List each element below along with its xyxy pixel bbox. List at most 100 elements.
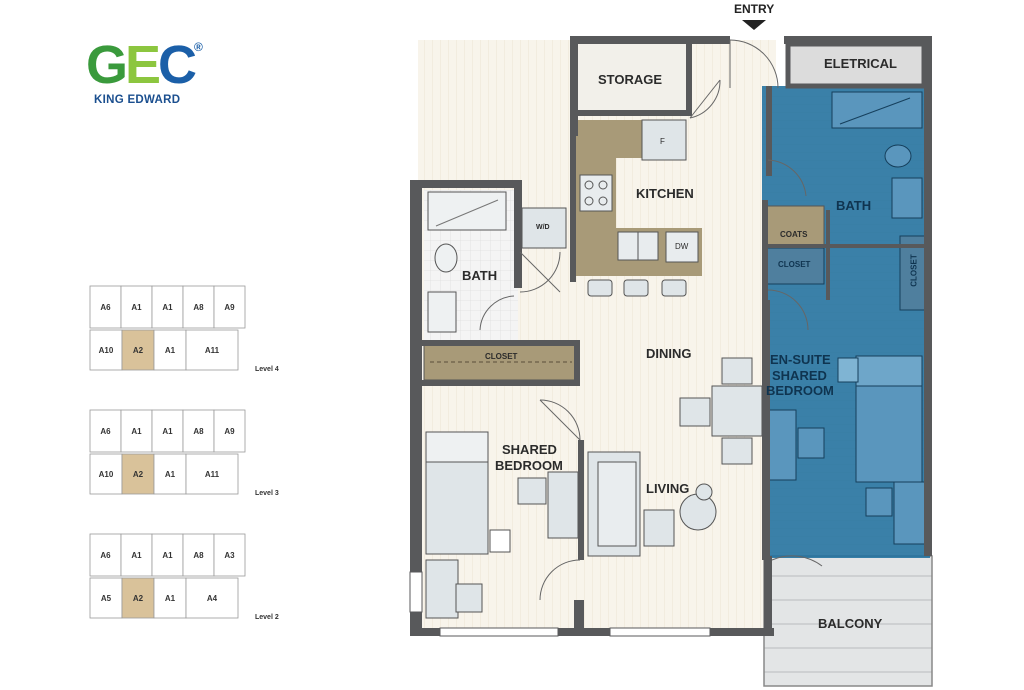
key-plan-level-label: Level 4 <box>255 366 279 373</box>
dining-table <box>711 385 763 437</box>
key-unit-label: A1 <box>131 427 142 436</box>
label-closet-left: CLOSET <box>485 352 518 361</box>
toilet-left <box>434 243 458 273</box>
label-shared-2: BEDROOM <box>495 458 563 473</box>
key-unit <box>153 453 187 495</box>
fridge <box>641 119 687 161</box>
key-unit-label: A10 <box>99 470 114 479</box>
stove <box>579 174 613 212</box>
key-unit <box>89 533 122 577</box>
key-unit <box>89 285 122 329</box>
key-unit <box>185 453 239 495</box>
key-unit-label: A10 <box>99 346 114 355</box>
key-unit-label: A1 <box>165 346 176 355</box>
key-unit-label: A1 <box>131 551 142 560</box>
logo-c: C <box>158 35 197 95</box>
key-unit-label: A8 <box>193 551 204 560</box>
key-unit-label: A9 <box>224 303 235 312</box>
key-unit-label: A9 <box>224 427 235 436</box>
entry-arrow <box>742 20 766 30</box>
label-ensuite-2: SHARED <box>772 368 827 383</box>
label-kitchen: KITCHEN <box>636 186 694 201</box>
wall-top <box>570 36 730 44</box>
label-electrical: ELETRICAL <box>824 56 897 71</box>
key-unit <box>153 577 187 619</box>
logo-e: E <box>125 35 161 95</box>
key-unit <box>89 409 122 453</box>
label-ensuite-1: EN-SUITE <box>770 352 831 367</box>
key-unit-label: A1 <box>165 594 176 603</box>
key-unit-highlighted <box>121 453 155 495</box>
key-unit <box>182 533 215 577</box>
logo-subtitle: KING EDWARD <box>94 94 181 106</box>
key-unit-label: A6 <box>100 427 111 436</box>
closet-right <box>765 247 825 285</box>
logo-g: G <box>86 35 128 95</box>
key-unit <box>89 453 123 495</box>
label-bath-right: BATH <box>836 198 872 213</box>
toilet-right <box>884 144 912 168</box>
key-unit <box>120 409 153 453</box>
key-unit <box>151 285 184 329</box>
key-unit-highlighted <box>121 577 155 619</box>
label-closet-right: CLOSET <box>778 260 811 269</box>
key-unit-label: A11 <box>205 470 220 479</box>
key-unit-label: A3 <box>224 551 235 560</box>
key-unit-label: A2 <box>133 594 144 603</box>
dishwasher <box>665 231 699 263</box>
key-unit <box>213 409 246 453</box>
key-unit-label: A2 <box>133 346 144 355</box>
logo-wordmark: GEC <box>86 35 197 95</box>
key-unit-label: A2 <box>133 470 144 479</box>
label-living: LIVING <box>646 481 690 496</box>
key-unit-label: A11 <box>205 346 220 355</box>
label-ensuite-3: BEDROOM <box>766 383 834 398</box>
electrical-room <box>785 41 927 89</box>
key-unit <box>185 577 239 619</box>
key-unit <box>120 285 153 329</box>
entry-label: ENTRY <box>734 2 775 16</box>
key-unit <box>151 409 184 453</box>
key-unit <box>182 409 215 453</box>
key-unit-label: A6 <box>100 551 111 560</box>
label-dining: DINING <box>646 346 692 361</box>
label-storage: STORAGE <box>598 72 663 87</box>
coats-closet <box>765 205 825 247</box>
key-unit-label: A6 <box>100 303 111 312</box>
key-unit-label: A1 <box>162 427 173 436</box>
key-unit <box>153 329 187 371</box>
side-table <box>679 493 717 531</box>
label-fridge: F <box>660 137 665 146</box>
key-unit <box>185 329 239 371</box>
label-dishwasher: DW <box>675 242 689 251</box>
key-plan-level-label: Level 2 <box>255 614 279 621</box>
key-unit-label: A1 <box>165 470 176 479</box>
label-balcony: BALCONY <box>818 616 883 631</box>
gec-logo: GEC ® KING EDWARD <box>86 38 226 114</box>
label-coats: COATS <box>780 230 808 239</box>
key-unit <box>213 533 246 577</box>
key-unit-label: A8 <box>193 303 204 312</box>
armchair <box>643 509 675 547</box>
key-unit <box>213 285 246 329</box>
label-washer-dryer: W/D <box>536 224 550 231</box>
registered-mark: ® <box>194 40 203 54</box>
key-unit-label: A1 <box>162 551 173 560</box>
key-plan-level-label: Level 3 <box>255 490 279 497</box>
key-unit <box>182 285 215 329</box>
label-closet-vertical: CLOSET <box>909 254 919 287</box>
closet-vertical <box>899 235 927 311</box>
key-unit <box>120 533 153 577</box>
key-unit-label: A4 <box>207 594 218 603</box>
label-shared-1: SHARED <box>502 442 557 457</box>
label-bath-left: BATH <box>462 268 498 283</box>
key-unit-label: A5 <box>101 594 112 603</box>
floor-balcony <box>764 556 932 686</box>
key-unit-label: A1 <box>162 303 173 312</box>
key-unit-label: A8 <box>193 427 204 436</box>
